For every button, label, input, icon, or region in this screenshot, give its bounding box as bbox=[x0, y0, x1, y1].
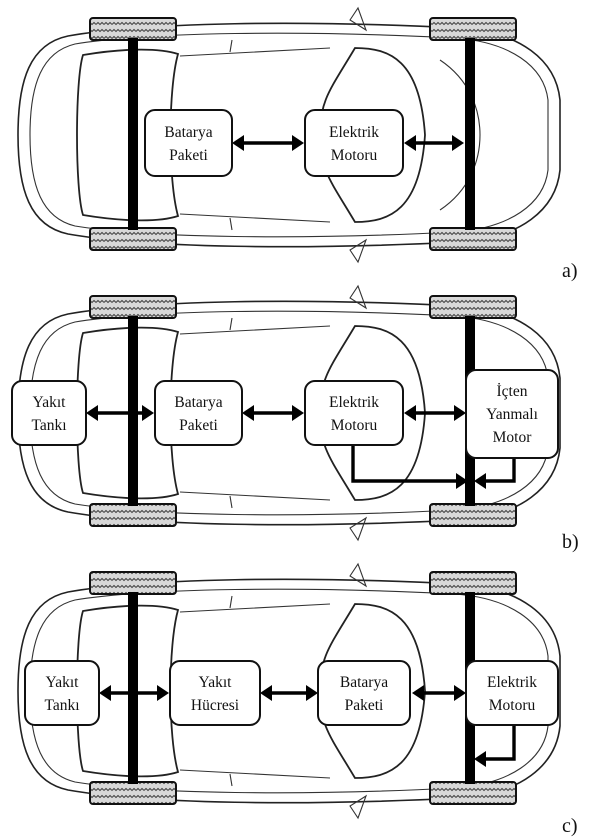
fuel-tank-label-2: Tankı bbox=[44, 697, 80, 714]
fuel-tank-label-1: Yakıt bbox=[33, 394, 67, 411]
battery-pack-label-1: Batarya bbox=[340, 674, 388, 691]
battery-pack-box bbox=[155, 381, 242, 445]
tire-front-left bbox=[90, 572, 176, 594]
ice-engine-label-2: Yanmalı bbox=[486, 406, 539, 423]
tire-rear-right bbox=[430, 504, 516, 526]
tire-front-right bbox=[90, 504, 176, 526]
ice-engine-label-1: İçten bbox=[497, 383, 528, 400]
panel-letter-a: a) bbox=[562, 260, 578, 282]
rear-axle bbox=[465, 38, 475, 230]
fuel-tank-label-2: Tankı bbox=[31, 417, 67, 434]
tire-rear-left bbox=[430, 572, 516, 594]
tire-front-right bbox=[90, 782, 176, 804]
panel-a: Batarya Paketi Elektrik Motoru a) bbox=[18, 8, 578, 282]
battery-pack-box bbox=[145, 110, 232, 176]
electric-motor-box bbox=[466, 661, 558, 725]
fuel-cell-label-2: Hücresi bbox=[191, 697, 240, 714]
ice-engine-label-3: Motor bbox=[493, 429, 533, 446]
battery-pack-label-2: Paketi bbox=[179, 417, 218, 434]
fuel-cell-label-1: Yakıt bbox=[199, 674, 233, 691]
electric-motor-box bbox=[305, 110, 403, 176]
battery-pack-label-2: Paketi bbox=[169, 147, 208, 164]
tire-front-left bbox=[90, 18, 176, 40]
electric-motor-label-2: Motoru bbox=[331, 417, 378, 434]
battery-pack-label-1: Batarya bbox=[174, 394, 222, 411]
tire-front-left bbox=[90, 296, 176, 318]
electric-motor-label-1: Elektrik bbox=[487, 674, 537, 691]
front-axle bbox=[128, 316, 138, 506]
front-axle bbox=[128, 38, 138, 230]
fuel-cell-box bbox=[170, 661, 260, 725]
tire-rear-left bbox=[430, 18, 516, 40]
electric-motor-label-1: Elektrik bbox=[329, 394, 379, 411]
panel-letter-c: c) bbox=[562, 815, 578, 837]
panel-b: Yakıt Tankı Batarya Paketi Elektrik Moto… bbox=[12, 286, 579, 553]
panel-letter-b: b) bbox=[562, 531, 579, 553]
panel-c: Yakıt Tankı Yakıt Hücresi Batarya Paketi… bbox=[18, 564, 578, 837]
electric-motor-label-2: Motoru bbox=[331, 147, 378, 164]
car-top-view bbox=[18, 8, 560, 262]
battery-pack-label-2: Paketi bbox=[345, 697, 384, 714]
tire-front-right bbox=[90, 228, 176, 250]
fuel-tank-box bbox=[25, 661, 99, 725]
fuel-tank-box bbox=[12, 381, 86, 445]
tire-rear-right bbox=[430, 782, 516, 804]
electric-motor-label-1: Elektrik bbox=[329, 124, 379, 141]
front-axle bbox=[128, 592, 138, 784]
fuel-tank-label-1: Yakıt bbox=[46, 674, 80, 691]
tire-rear-right bbox=[430, 228, 516, 250]
battery-pack-box bbox=[318, 661, 410, 725]
electric-motor-box bbox=[305, 381, 403, 445]
tire-rear-left bbox=[430, 296, 516, 318]
electric-motor-label-2: Motoru bbox=[489, 697, 536, 714]
battery-pack-label-1: Batarya bbox=[164, 124, 212, 141]
